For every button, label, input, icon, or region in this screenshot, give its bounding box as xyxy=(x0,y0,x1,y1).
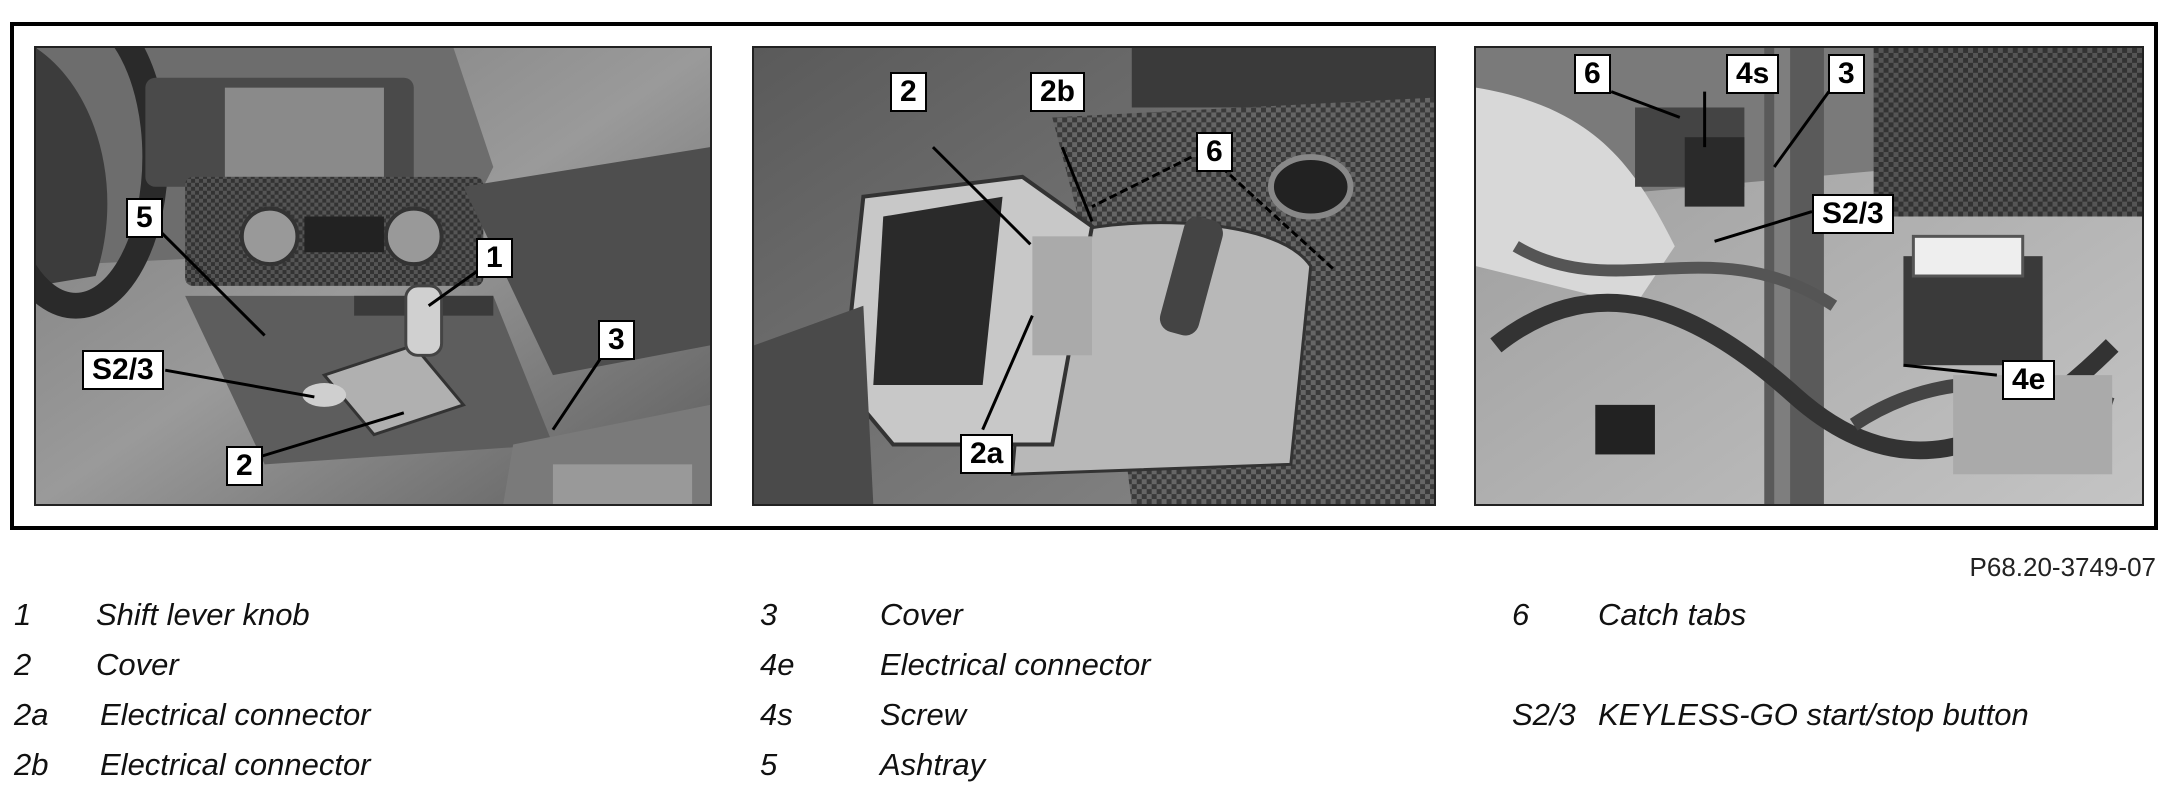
legend-desc: Screw xyxy=(880,697,967,732)
legend-row: S2/3 KEYLESS-GO start/stop button xyxy=(1512,690,2162,740)
photo-cover-removed-image xyxy=(754,48,1434,504)
legend-row: 2a Electrical connector xyxy=(14,690,714,740)
legend-code: 2 xyxy=(14,647,32,682)
figure-frame: 5 1 S2/3 3 2 xyxy=(10,22,2158,530)
legend-code: 2a xyxy=(14,697,49,732)
callout-2a: 2a xyxy=(960,434,1014,474)
legend-desc: Electrical connector xyxy=(100,697,371,732)
legend-row: 6 Catch tabs xyxy=(1512,590,2162,640)
legend-code: S2/3 xyxy=(1512,697,1576,732)
legend-row: 2 Cover xyxy=(14,640,714,690)
photo-cover-removed: 2 2b 6 2a xyxy=(752,46,1436,506)
legend-desc: KEYLESS-GO start/stop button xyxy=(1598,697,2029,732)
callout-4s: 4s xyxy=(1726,54,1780,94)
legend-row: 1 Shift lever knob xyxy=(14,590,714,640)
photo-wiring: 6 4s 3 S2/3 4e xyxy=(1474,46,2144,506)
legend-desc: Electrical connector xyxy=(880,647,1151,682)
legend-desc: Shift lever knob xyxy=(96,597,310,632)
callout-6: 6 xyxy=(1196,132,1233,172)
legend-code: 4e xyxy=(760,647,795,682)
callout-6: 6 xyxy=(1574,54,1611,94)
legend-code: 5 xyxy=(760,747,778,782)
photo-center-console: 5 1 S2/3 3 2 xyxy=(34,46,712,506)
figure-reference: P68.20-3749-07 xyxy=(1969,552,2156,582)
legend-code: 6 xyxy=(1512,597,1530,632)
legend-column-2: 3 Cover 4e Electrical connector 4s Screw 5 A… xyxy=(760,590,1460,790)
legend-code: 2b xyxy=(14,747,49,782)
callout-3: 3 xyxy=(598,320,635,360)
legend-desc: Ashtray xyxy=(880,747,986,782)
legend-desc: Cover xyxy=(880,597,963,632)
callout-2: 2 xyxy=(890,72,927,112)
callout-4e: 4e xyxy=(2002,360,2056,400)
legend-row: 5 Ashtray xyxy=(760,740,1460,790)
callout-s2-3: S2/3 xyxy=(82,350,164,390)
callout-2b: 2b xyxy=(1030,72,1086,112)
callout-2: 2 xyxy=(226,446,263,486)
legend-row: 4e Electrical connector xyxy=(760,640,1460,690)
legend-code: 4s xyxy=(760,697,793,732)
legend-desc: Cover xyxy=(96,647,179,682)
legend-desc: Electrical connector xyxy=(100,747,371,782)
callout-5: 5 xyxy=(126,198,163,238)
legend-row: 4s Screw xyxy=(760,690,1460,740)
legend-code: 3 xyxy=(760,597,778,632)
legend-code: 1 xyxy=(14,597,32,632)
photo-wiring-image xyxy=(1476,48,2142,504)
callout-1: 1 xyxy=(476,238,513,278)
callout-3: 3 xyxy=(1828,54,1865,94)
legend-row-spacer xyxy=(1512,640,2162,690)
legend-desc: Catch tabs xyxy=(1598,597,1747,632)
legend-row: 2b Electrical connector xyxy=(14,740,714,790)
legend-row: 3 Cover xyxy=(760,590,1460,640)
callout-s2-3: S2/3 xyxy=(1812,194,1894,234)
photo-center-console-image xyxy=(36,48,710,504)
legend-column-3: 6 Catch tabs S2/3 KEYLESS-GO start/stop bu… xyxy=(1512,590,2162,740)
